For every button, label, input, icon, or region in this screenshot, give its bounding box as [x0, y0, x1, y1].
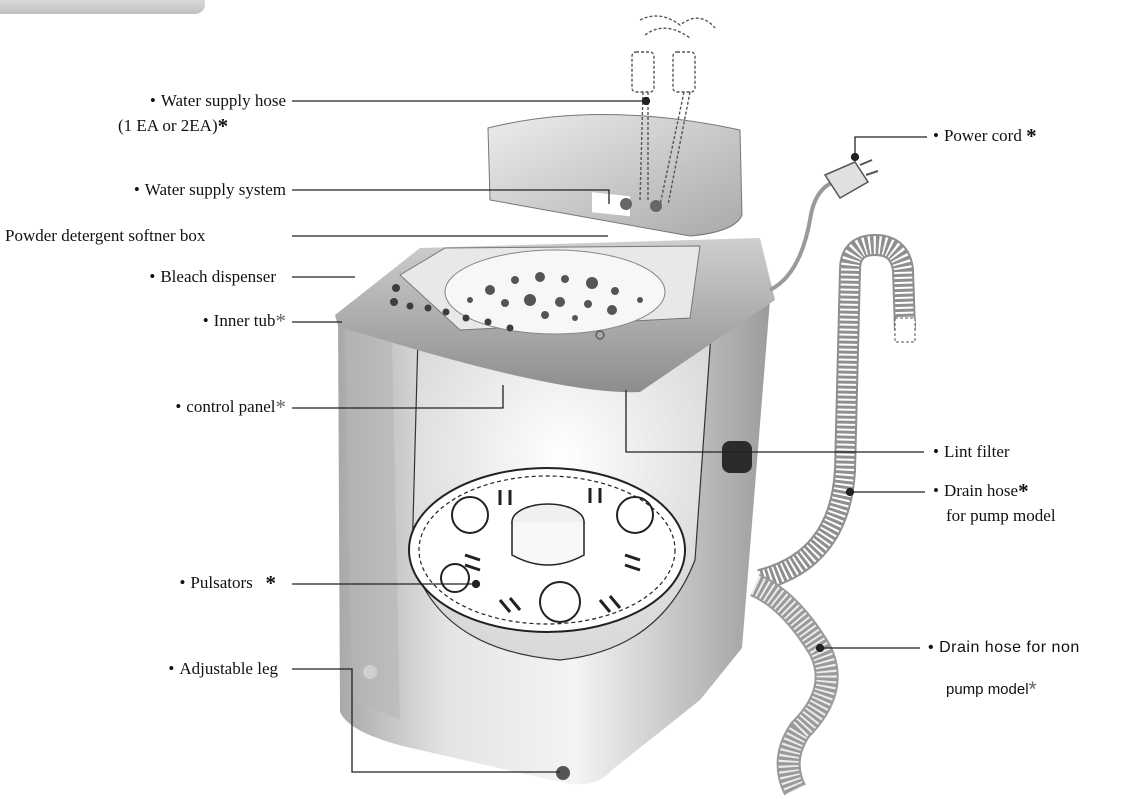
drain-hose-pump-model: [757, 233, 916, 591]
water-taps: [631, 15, 716, 206]
label-water-supply-hose-sub: (1 EA or 2EA)*: [118, 114, 229, 138]
leg-front-right: [556, 766, 570, 780]
lid-window: [592, 192, 630, 217]
label-pulsators: •Pulsators *: [179, 571, 276, 595]
pulsator-disc: [408, 467, 686, 633]
leg-front-left: [363, 665, 377, 679]
cabinet-front-shadow: [345, 330, 400, 720]
label-control-panel: •control panel*: [175, 395, 286, 419]
label-drain-hose-pump-sub: for pump model: [946, 506, 1056, 525]
corner-tab: [0, 0, 205, 14]
control-panel-buttons: [390, 284, 605, 340]
label-detergent-box: Powder detergent softner box: [5, 226, 206, 245]
label-water-supply-system: •Water supply system: [133, 180, 286, 199]
label-drain-hose-pump: •Drain hose*: [933, 479, 1029, 503]
label-drain-hose-nonpump: •Drain hose for non: [928, 639, 1080, 656]
label-drain-hose-nonpump-sub: pump model*: [946, 678, 1037, 701]
label-lint-filter: •Lint filter: [933, 442, 1010, 461]
power-cord: [769, 178, 841, 292]
label-power-cord: •Power cord *: [933, 124, 1037, 148]
power-plug: [823, 161, 870, 200]
drum-holes: [467, 272, 643, 321]
water-supply-valve-a: [620, 198, 632, 210]
water-supply-valve-b: [650, 200, 662, 212]
lint-filter-slot: [722, 441, 752, 473]
label-water-supply-hose: •Water supply hose: [149, 91, 286, 110]
label-inner-tub: •Inner tub*: [202, 309, 286, 333]
lid: [487, 113, 743, 237]
leader-lines: [292, 96, 927, 773]
label-adjustable-leg: •Adjustable leg: [168, 659, 278, 678]
label-bleach-dispenser: •Bleach dispenser: [149, 267, 276, 286]
drum-top: [444, 249, 666, 335]
drain-hose-nonpump-model: [749, 573, 839, 796]
